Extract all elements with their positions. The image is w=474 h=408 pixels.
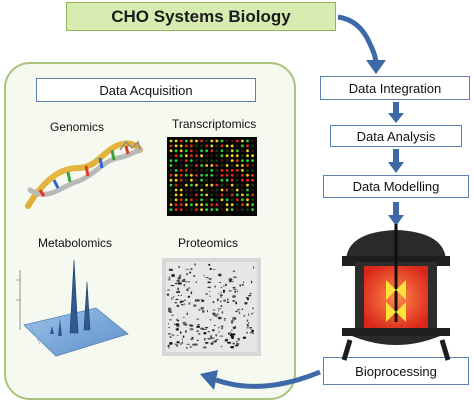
bioreactor-icon: [341, 224, 451, 361]
data-analysis-box: Data Analysis: [330, 125, 462, 147]
proteomics-label: Proteomics: [178, 236, 239, 250]
arrow-integration-to-analysis: [388, 102, 404, 123]
transcriptomics-label: Transcriptomics: [172, 117, 257, 131]
arrow-modelling-to-bioreactor: [388, 202, 404, 226]
data-acquisition-header: Data Acquisition: [36, 78, 256, 102]
metabolomics-label: Metabolomics: [38, 236, 113, 250]
arrow-bioprocessing-to-acquisition: [200, 369, 321, 390]
diagram-title: CHO Systems Biology: [66, 2, 336, 31]
data-integration-box: Data Integration: [320, 76, 470, 100]
microarray-icon: [167, 137, 257, 216]
arrow-title-to-integration: [337, 14, 386, 74]
bioprocessing-box: Bioprocessing: [323, 357, 469, 385]
arrow-analysis-to-modelling: [388, 149, 404, 173]
dna-helix-icon: [25, 140, 143, 209]
protein-gel-icon: [162, 258, 261, 356]
data-modelling-box: Data Modelling: [323, 175, 469, 198]
genomics-label: Genomics: [50, 120, 105, 134]
mass-spectrum-icon: [16, 259, 129, 357]
